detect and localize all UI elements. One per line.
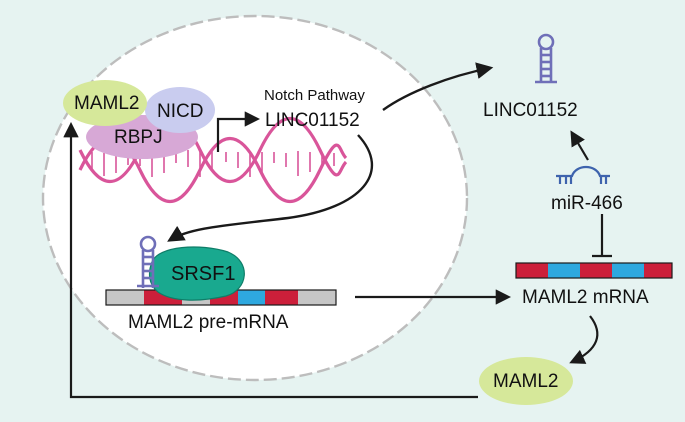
linc-to-srsf1-arrow — [167, 134, 374, 242]
mrna-bar — [515, 262, 673, 279]
transcription-arrow — [216, 111, 261, 152]
translation-arrow — [569, 315, 599, 364]
maml2-label: MAML2 — [74, 93, 140, 114]
maml2-blob — [63, 80, 147, 126]
inhibition-bar — [592, 214, 612, 258]
rna-hairpin-icon — [137, 235, 159, 288]
feedback-arrow — [63, 121, 478, 399]
export-arrow — [382, 62, 494, 111]
mir-label: miR-466 — [551, 193, 623, 214]
notch-pathway-label: Notch Pathway — [264, 87, 365, 104]
mirna-hairpin-icon — [556, 165, 610, 184]
mir-to-linc-arrow — [570, 130, 589, 161]
pre-mrna-label: MAML2 pre-mRNA — [128, 312, 289, 333]
rna-hairpin-icon — [535, 33, 557, 84]
maml2-protein-blob — [479, 357, 573, 405]
nicd-label: NICD — [157, 101, 204, 122]
mrna-label: MAML2 mRNA — [522, 287, 649, 308]
nicd-blob — [145, 87, 215, 133]
linc-nuclear-label: LINC01152 — [265, 110, 360, 131]
rbpj-label: RBPJ — [114, 127, 163, 148]
linc-cyto-label: LINC01152 — [483, 100, 578, 121]
maml2-protein-label: MAML2 — [493, 371, 559, 392]
srsf1-label: SRSF1 — [171, 263, 236, 285]
